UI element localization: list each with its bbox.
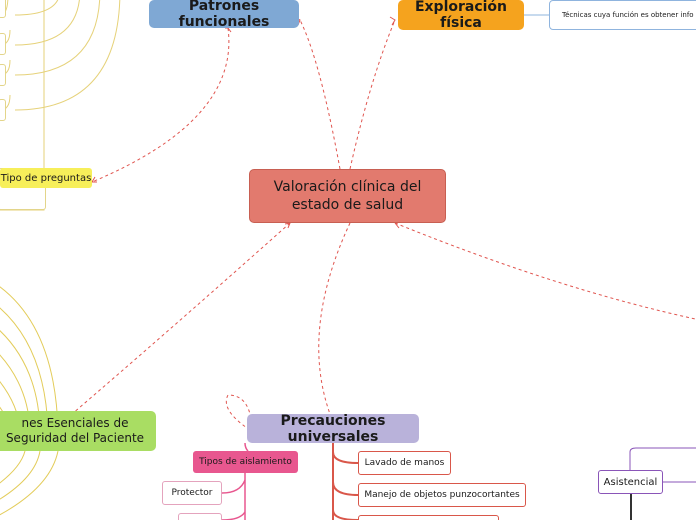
- subtopic-manejo-punzocortantes[interactable]: Manejo de objetos punzocortantes: [358, 483, 526, 507]
- subtopic-asistencial[interactable]: Asistencial: [598, 470, 663, 494]
- central-topic[interactable]: Valoración clínica del estado de salud: [249, 169, 446, 223]
- topic-patrones-funcionales[interactable]: Patrones funcionales: [149, 0, 299, 30]
- topic-exploracion-fisica[interactable]: Exploración física: [398, 0, 524, 31]
- subtopic-tipos-aislamiento[interactable]: Tipos de aislamiento: [193, 451, 298, 473]
- subtopic-partial-pink[interactable]: [178, 513, 222, 520]
- stub-box[interactable]: [0, 33, 6, 55]
- stub-box[interactable]: [0, 99, 6, 121]
- subtopic-partial[interactable]: [358, 515, 499, 520]
- subtopic-lavado-manos[interactable]: Lavado de manos: [358, 451, 451, 475]
- subtopic-protector[interactable]: Protector: [162, 481, 222, 505]
- topic-tipo-preguntas[interactable]: Tipo de preguntas: [0, 168, 92, 188]
- topic-seguridad-paciente[interactable]: nes Esenciales de Seguridad del Paciente: [0, 411, 156, 451]
- exploracion-note[interactable]: Técnicas cuya función es obtener info so…: [549, 0, 696, 30]
- topic-precauciones-universales[interactable]: Precauciones universales: [247, 413, 419, 445]
- stub-box[interactable]: [0, 64, 6, 86]
- stub-box[interactable]: [0, 0, 6, 18]
